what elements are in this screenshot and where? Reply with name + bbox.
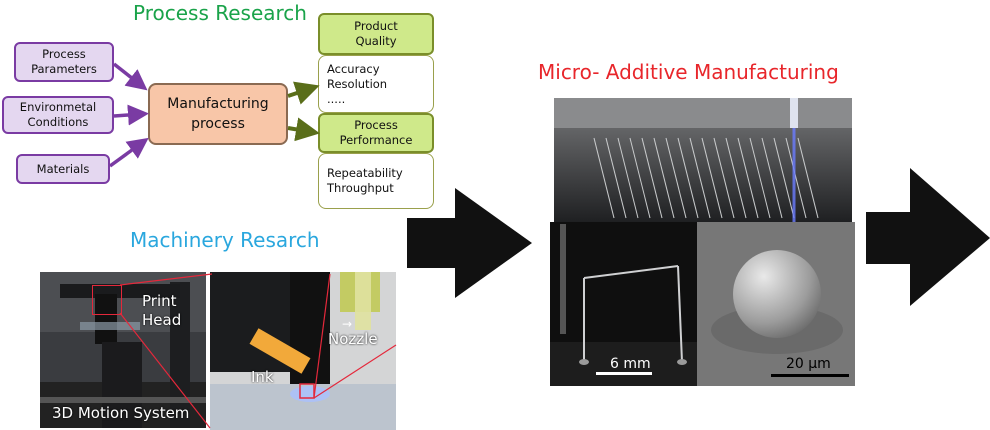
print-head-label: Print Head: [142, 292, 182, 329]
nozzle-label: Nozzle: [328, 330, 378, 348]
scale-bar-um-label: 20 μm: [786, 356, 831, 372]
process-research-title: Process Research: [133, 1, 307, 25]
print-head-highlight: [92, 285, 122, 315]
print-head-photo-frame: [210, 272, 396, 430]
arrow-params-to-process: [112, 62, 148, 91]
flow-arrow-right: [866, 168, 990, 306]
arrow-materials-to-process: [108, 137, 149, 168]
manufacturing-process-box: Manufacturing process: [148, 83, 288, 145]
motion-system-image: [40, 272, 206, 428]
lattice-photo-frame: [554, 98, 852, 223]
micro-am-title: Micro- Additive Manufacturing: [538, 60, 839, 84]
arrow-conditions-to-process: [113, 104, 149, 126]
wire-structure-photo-frame: [550, 222, 698, 386]
process-performance-items: Repeatability Throughput: [318, 153, 434, 209]
machinery-photo-frame: [40, 272, 206, 428]
ink-label: Ink: [251, 368, 274, 386]
sem-sphere-image: [697, 222, 855, 386]
input-environmental-conditions: Environmetal Conditions: [2, 96, 114, 134]
print-head-image: [210, 272, 396, 430]
arrow-process-to-performance: [287, 117, 320, 142]
machinery-research-title: Machinery Resarch: [130, 228, 320, 252]
input-materials: Materials: [16, 154, 110, 184]
sem-photo-frame: [697, 222, 855, 386]
wire-structure-image: [550, 222, 698, 386]
motion-system-label: 3D Motion System: [52, 404, 190, 422]
scale-bar-mm-label: 6 mm: [610, 356, 651, 372]
product-quality-header: Product Quality: [318, 13, 434, 55]
printed-lattice-image: [554, 98, 852, 223]
arrow-process-to-quality: [287, 81, 320, 105]
product-quality-items: Accuracy Resolution .....: [318, 55, 434, 113]
flow-arrow-center: [407, 188, 532, 298]
input-process-parameters: Process Parameters: [14, 42, 114, 82]
process-performance-header: Process Performance: [318, 113, 434, 153]
nozzle-arrow-icon: →: [342, 317, 353, 331]
